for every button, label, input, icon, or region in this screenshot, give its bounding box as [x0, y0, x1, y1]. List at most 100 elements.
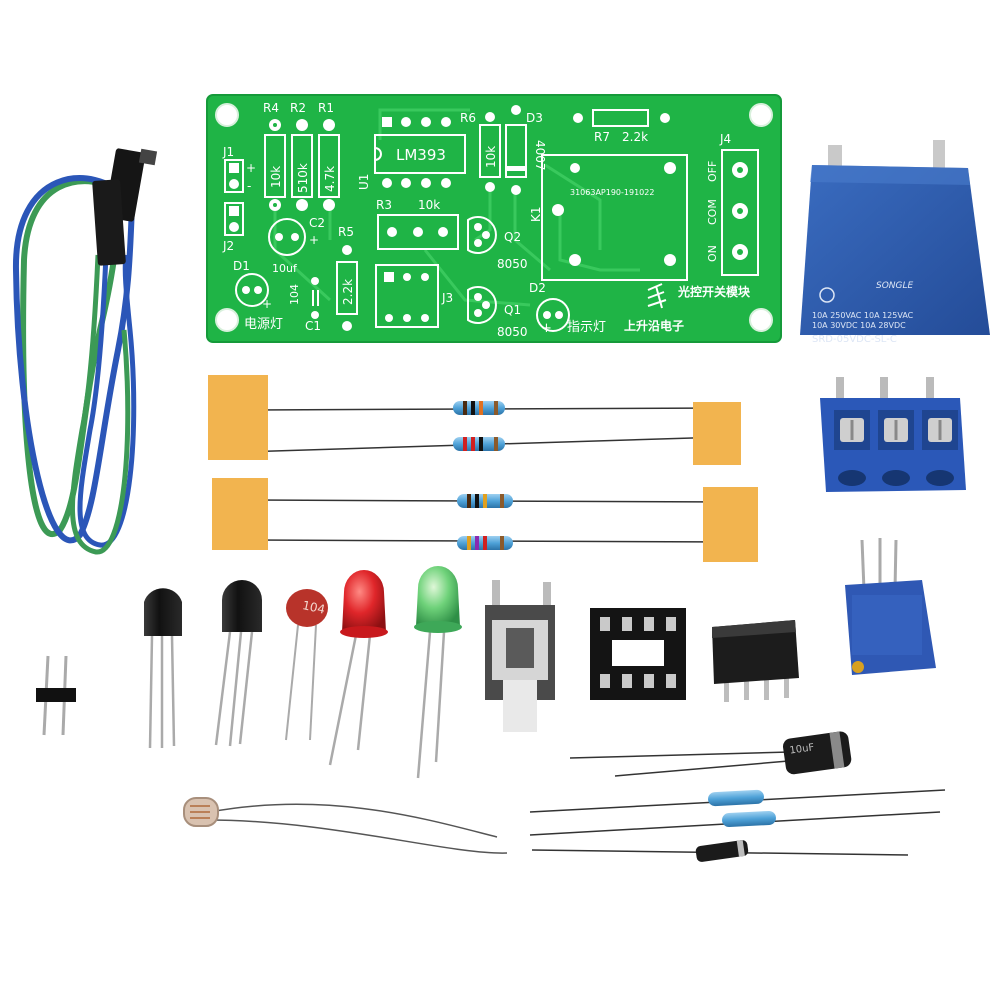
footprint-d3: [505, 105, 527, 195]
photoresistor: [183, 797, 508, 854]
push-button-switch: [485, 580, 555, 732]
j4-com: COM: [706, 199, 719, 225]
footprint-r6: [479, 112, 501, 192]
label-c2: C2: [309, 216, 325, 230]
transistor-2: [214, 580, 262, 747]
trimmer-potentiometer: [845, 538, 936, 675]
footprint-d2: [536, 298, 570, 332]
pcb-board: R4 R2 R1 10k 510k 4.7k J1 + - J2 LM393 U: [206, 94, 782, 343]
label-j2: J2: [222, 239, 234, 253]
pcb-traces: [273, 108, 640, 307]
relay-brand: SONGLE: [876, 281, 914, 291]
d2-plus: +: [541, 321, 552, 336]
label-r6: R6: [460, 111, 476, 125]
loose-resistor-2: [529, 810, 941, 836]
relay-spec-2: 10A 30VDC 10A 28VDC: [812, 321, 906, 330]
value-r5: 2.2k: [341, 279, 355, 305]
c2-plus: +: [309, 233, 319, 247]
footprint-k1: [541, 154, 688, 281]
resistor-b: [453, 437, 505, 451]
label-k1: K1: [529, 206, 543, 222]
label-r7: R7: [594, 130, 610, 144]
footprint-r1: [318, 119, 340, 211]
label-c1: C1: [305, 319, 321, 333]
ic-label: LM393: [396, 146, 446, 164]
footprint-j3: [375, 264, 439, 328]
label-j3: J3: [441, 291, 453, 305]
footprint-q1: [467, 286, 497, 324]
pin-header: [36, 655, 76, 736]
cap-104-label: 104: [301, 598, 326, 616]
label-d2: D2: [529, 281, 546, 295]
d1-plus: +: [262, 297, 272, 311]
label-indicator-led: 指示灯: [567, 320, 606, 335]
label-d3: D3: [526, 111, 543, 125]
screw-terminal: [820, 377, 966, 492]
ceramic-capacitor: 104: [285, 589, 328, 741]
footprint-j2: [224, 202, 244, 236]
label-r2: R2: [290, 101, 306, 115]
label-r5: R5: [338, 225, 354, 239]
value-q1: 8050: [497, 325, 528, 339]
ic-socket: [590, 608, 686, 700]
footprint-r2: [291, 119, 313, 211]
footprint-d1: [235, 273, 269, 307]
dupont-jumper-wires: [12, 148, 158, 555]
label-j1: J1: [222, 145, 234, 159]
mounting-holes: [215, 103, 773, 332]
elcap-label: 10uF: [789, 742, 815, 756]
resistor-strip-2: [212, 478, 758, 562]
label-q1: Q1: [504, 303, 521, 317]
rectifier-diode: [531, 840, 909, 862]
relay-footprint-code: 31063AP190-191022: [570, 188, 654, 197]
value-r3: 10k: [418, 198, 440, 212]
label-r1: R1: [318, 101, 334, 115]
relay-model: SRD-05VDC-SL-C: [812, 334, 897, 345]
footprint-j4: [721, 149, 759, 276]
company-logo: [647, 283, 667, 309]
label-q2: Q2: [504, 230, 521, 244]
value-r4: 10k: [269, 166, 283, 188]
label-power-led: 电源灯: [244, 317, 283, 332]
value-d3: 4007: [533, 140, 547, 171]
value-r6: 10k: [484, 146, 498, 168]
footprint-r5: [336, 245, 358, 331]
value-r7: 2.2k: [622, 130, 648, 144]
value-c2: 10uf: [272, 262, 298, 275]
j4-off: OFF: [706, 161, 719, 182]
j4-on: ON: [706, 245, 719, 262]
transistor-1: [144, 588, 182, 749]
label-r3: R3: [376, 198, 392, 212]
value-c1: 104: [288, 284, 301, 305]
j1-plus: +: [246, 161, 256, 175]
module-title: 光控开关模块: [677, 284, 751, 299]
label-j4: J4: [719, 132, 731, 146]
loose-resistor-1: [529, 789, 946, 813]
resistor-d: [457, 536, 513, 550]
label-u1: U1: [357, 174, 371, 190]
j1-minus: -: [247, 179, 251, 193]
footprint-j1: [224, 159, 244, 193]
footprint-r3: [377, 214, 459, 250]
dupont-connector: [92, 148, 158, 266]
footprint-r7: [573, 109, 670, 127]
electrolytic-capacitor: 10uF: [569, 731, 852, 777]
songle-relay: SONGLE 10A 250VAC 10A 125VAC 10A 30VDC 1…: [800, 140, 990, 345]
company-name: 上升沿电子: [624, 318, 684, 333]
lm393-chip: [712, 620, 799, 702]
resistor-strip-1: [208, 375, 741, 465]
label-d1: D1: [233, 259, 250, 273]
red-led: [328, 570, 388, 766]
footprint-c1: [311, 277, 319, 319]
green-led: [414, 566, 462, 779]
resistor-a: [453, 401, 505, 415]
relay-spec-1: 10A 250VAC 10A 125VAC: [812, 311, 914, 320]
footprint-q2: [467, 216, 497, 254]
footprint-u1: [374, 117, 466, 188]
value-r2: 510k: [296, 163, 310, 193]
label-r4: R4: [263, 101, 279, 115]
resistor-c: [457, 494, 513, 508]
footprint-c2: [268, 218, 306, 256]
value-q2: 8050: [497, 257, 528, 271]
